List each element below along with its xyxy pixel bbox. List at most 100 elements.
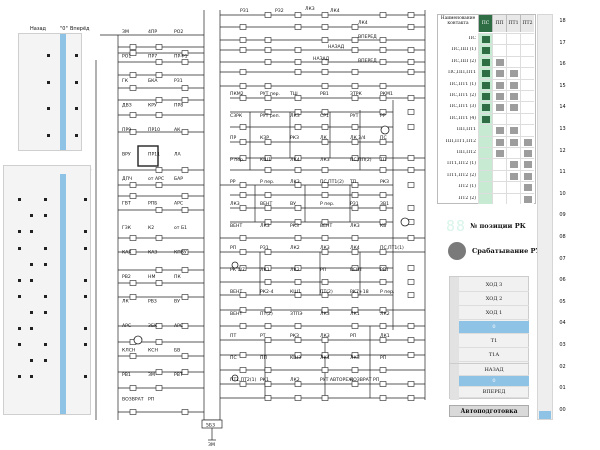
contact-symbol xyxy=(264,59,272,65)
diagram-label: ЛК2 xyxy=(290,267,300,273)
contact-symbol xyxy=(321,167,329,173)
diagram-label: КАЗ xyxy=(148,250,157,256)
controller-position-3[interactable]: ХОД 1 xyxy=(459,307,529,320)
contact-symbol xyxy=(155,339,163,345)
position-table-mark xyxy=(482,70,490,78)
contact-symbol xyxy=(407,182,415,188)
contact-dot xyxy=(18,246,21,250)
controller-position-6[interactable]: Т1А xyxy=(459,349,529,362)
position-table-col-header: ПС xyxy=(478,15,492,32)
position-table-row-label: ПП,ПТ1,ПТ2 xyxy=(445,138,476,144)
scale-number: 15 xyxy=(559,82,566,89)
contact-symbol xyxy=(155,369,163,375)
contact-symbol xyxy=(351,47,359,53)
diagram-label: РУТ реп. xyxy=(260,113,280,119)
position-table-cell xyxy=(492,181,506,193)
diagram-label: ВРУ xyxy=(122,152,131,158)
diagram-label: КШ3 xyxy=(290,355,301,361)
controller-position-4[interactable]: 0 xyxy=(459,321,529,334)
diagram-label: РЗ2 xyxy=(275,8,284,14)
master-controller-position-column[interactable] xyxy=(60,174,66,414)
scale-number: 10 xyxy=(559,190,566,197)
contact-symbol xyxy=(294,24,302,30)
contact-symbol xyxy=(351,381,359,387)
controller-position-1[interactable]: ХОД 3 xyxy=(459,279,529,292)
position-table-cell xyxy=(478,55,492,68)
diagram-label: НАЗАД xyxy=(328,44,345,50)
master-controller-contact-panel[interactable] xyxy=(3,165,91,415)
contact-symbol xyxy=(379,323,387,329)
contact-symbol xyxy=(181,167,189,173)
reverser-position-column[interactable] xyxy=(60,34,66,150)
contact-symbol xyxy=(351,124,359,130)
rk-position-scale xyxy=(537,14,553,420)
position-table-cell xyxy=(520,135,534,147)
contact-symbol xyxy=(407,352,415,358)
position-table-mark xyxy=(524,184,532,192)
diagram-label: ВОЗВРАТ xyxy=(122,397,144,403)
diagram-label: ЛК4 xyxy=(320,355,330,361)
diagram-label: ПС xyxy=(380,135,387,141)
contact-symbol xyxy=(379,249,387,255)
diagram-label: КРУ xyxy=(148,103,157,109)
controller-position-2[interactable]: ХОД 2 xyxy=(459,293,529,306)
contact-symbol xyxy=(155,72,163,78)
contact-symbol xyxy=(379,337,387,343)
diagram-label: К2 xyxy=(148,225,154,231)
contact-dot xyxy=(84,327,87,330)
contact-symbol xyxy=(239,69,247,75)
diagram-label: ПР xyxy=(230,135,236,141)
diagram-label: ЛКЗ xyxy=(350,355,360,361)
contact-symbol xyxy=(155,280,163,286)
contact-symbol xyxy=(264,12,272,18)
position-table-cell xyxy=(520,78,534,90)
position-table-cell xyxy=(492,78,506,90)
contact-symbol xyxy=(181,97,189,103)
contact-symbol xyxy=(321,219,329,225)
diagram-label: ЛК3 xyxy=(350,223,360,229)
contact-symbol xyxy=(294,395,302,401)
diagram-label: ПП xyxy=(260,355,267,361)
contact-symbol xyxy=(155,182,163,188)
diagram-label: РВ2 xyxy=(122,274,131,280)
position-table-cell xyxy=(506,101,520,113)
rut-lamp-label: Срабатывание РУТ xyxy=(472,247,546,255)
diagram-label: ТП xyxy=(349,179,356,185)
contact-dot xyxy=(75,134,78,137)
contact-dot xyxy=(44,214,47,218)
position-table-mark xyxy=(496,70,504,78)
contact-symbol xyxy=(351,235,359,241)
diagram-label: КШ1 xyxy=(260,157,271,163)
contact-dot xyxy=(18,278,21,282)
position-table-mark xyxy=(524,195,532,203)
diagram-label: РЗ1 xyxy=(350,201,359,207)
diagram-label: РП xyxy=(230,245,236,251)
diagram-label: СЗРК xyxy=(230,113,243,119)
position-table-cell xyxy=(492,90,506,102)
contact-dot xyxy=(18,327,21,330)
contact-dot xyxy=(75,81,78,84)
diagram-label: КБ xyxy=(380,223,386,229)
position-table-cell xyxy=(492,55,506,68)
contact-symbol xyxy=(155,323,163,329)
controller-position-5[interactable]: Т1 xyxy=(459,335,529,348)
position-table-cell xyxy=(520,124,534,136)
reverser-contact-panel[interactable] xyxy=(18,33,82,151)
position-table-cell xyxy=(506,158,520,170)
contact-symbol xyxy=(155,385,163,391)
motor-symbol xyxy=(380,125,390,135)
scale-number: 08 xyxy=(559,234,566,240)
diagram-label: ЗВ1 xyxy=(380,201,389,207)
contact-symbol xyxy=(379,139,387,145)
contact-symbol xyxy=(239,249,247,255)
position-table-row-label: ПС,ПП (2) xyxy=(451,58,476,64)
diagram-label: ЛК xyxy=(320,135,327,141)
contact-symbol xyxy=(321,139,329,145)
contact-dot xyxy=(18,230,21,234)
reverser-position-1[interactable]: НАЗАД xyxy=(459,365,529,376)
reverser-position-3[interactable]: ВПЕРЕД xyxy=(459,387,529,398)
contact-symbol xyxy=(294,337,302,343)
auto-prepare-button[interactable]: Автоподготовка xyxy=(449,405,529,417)
reverser-position-2[interactable]: 0 xyxy=(459,376,529,387)
